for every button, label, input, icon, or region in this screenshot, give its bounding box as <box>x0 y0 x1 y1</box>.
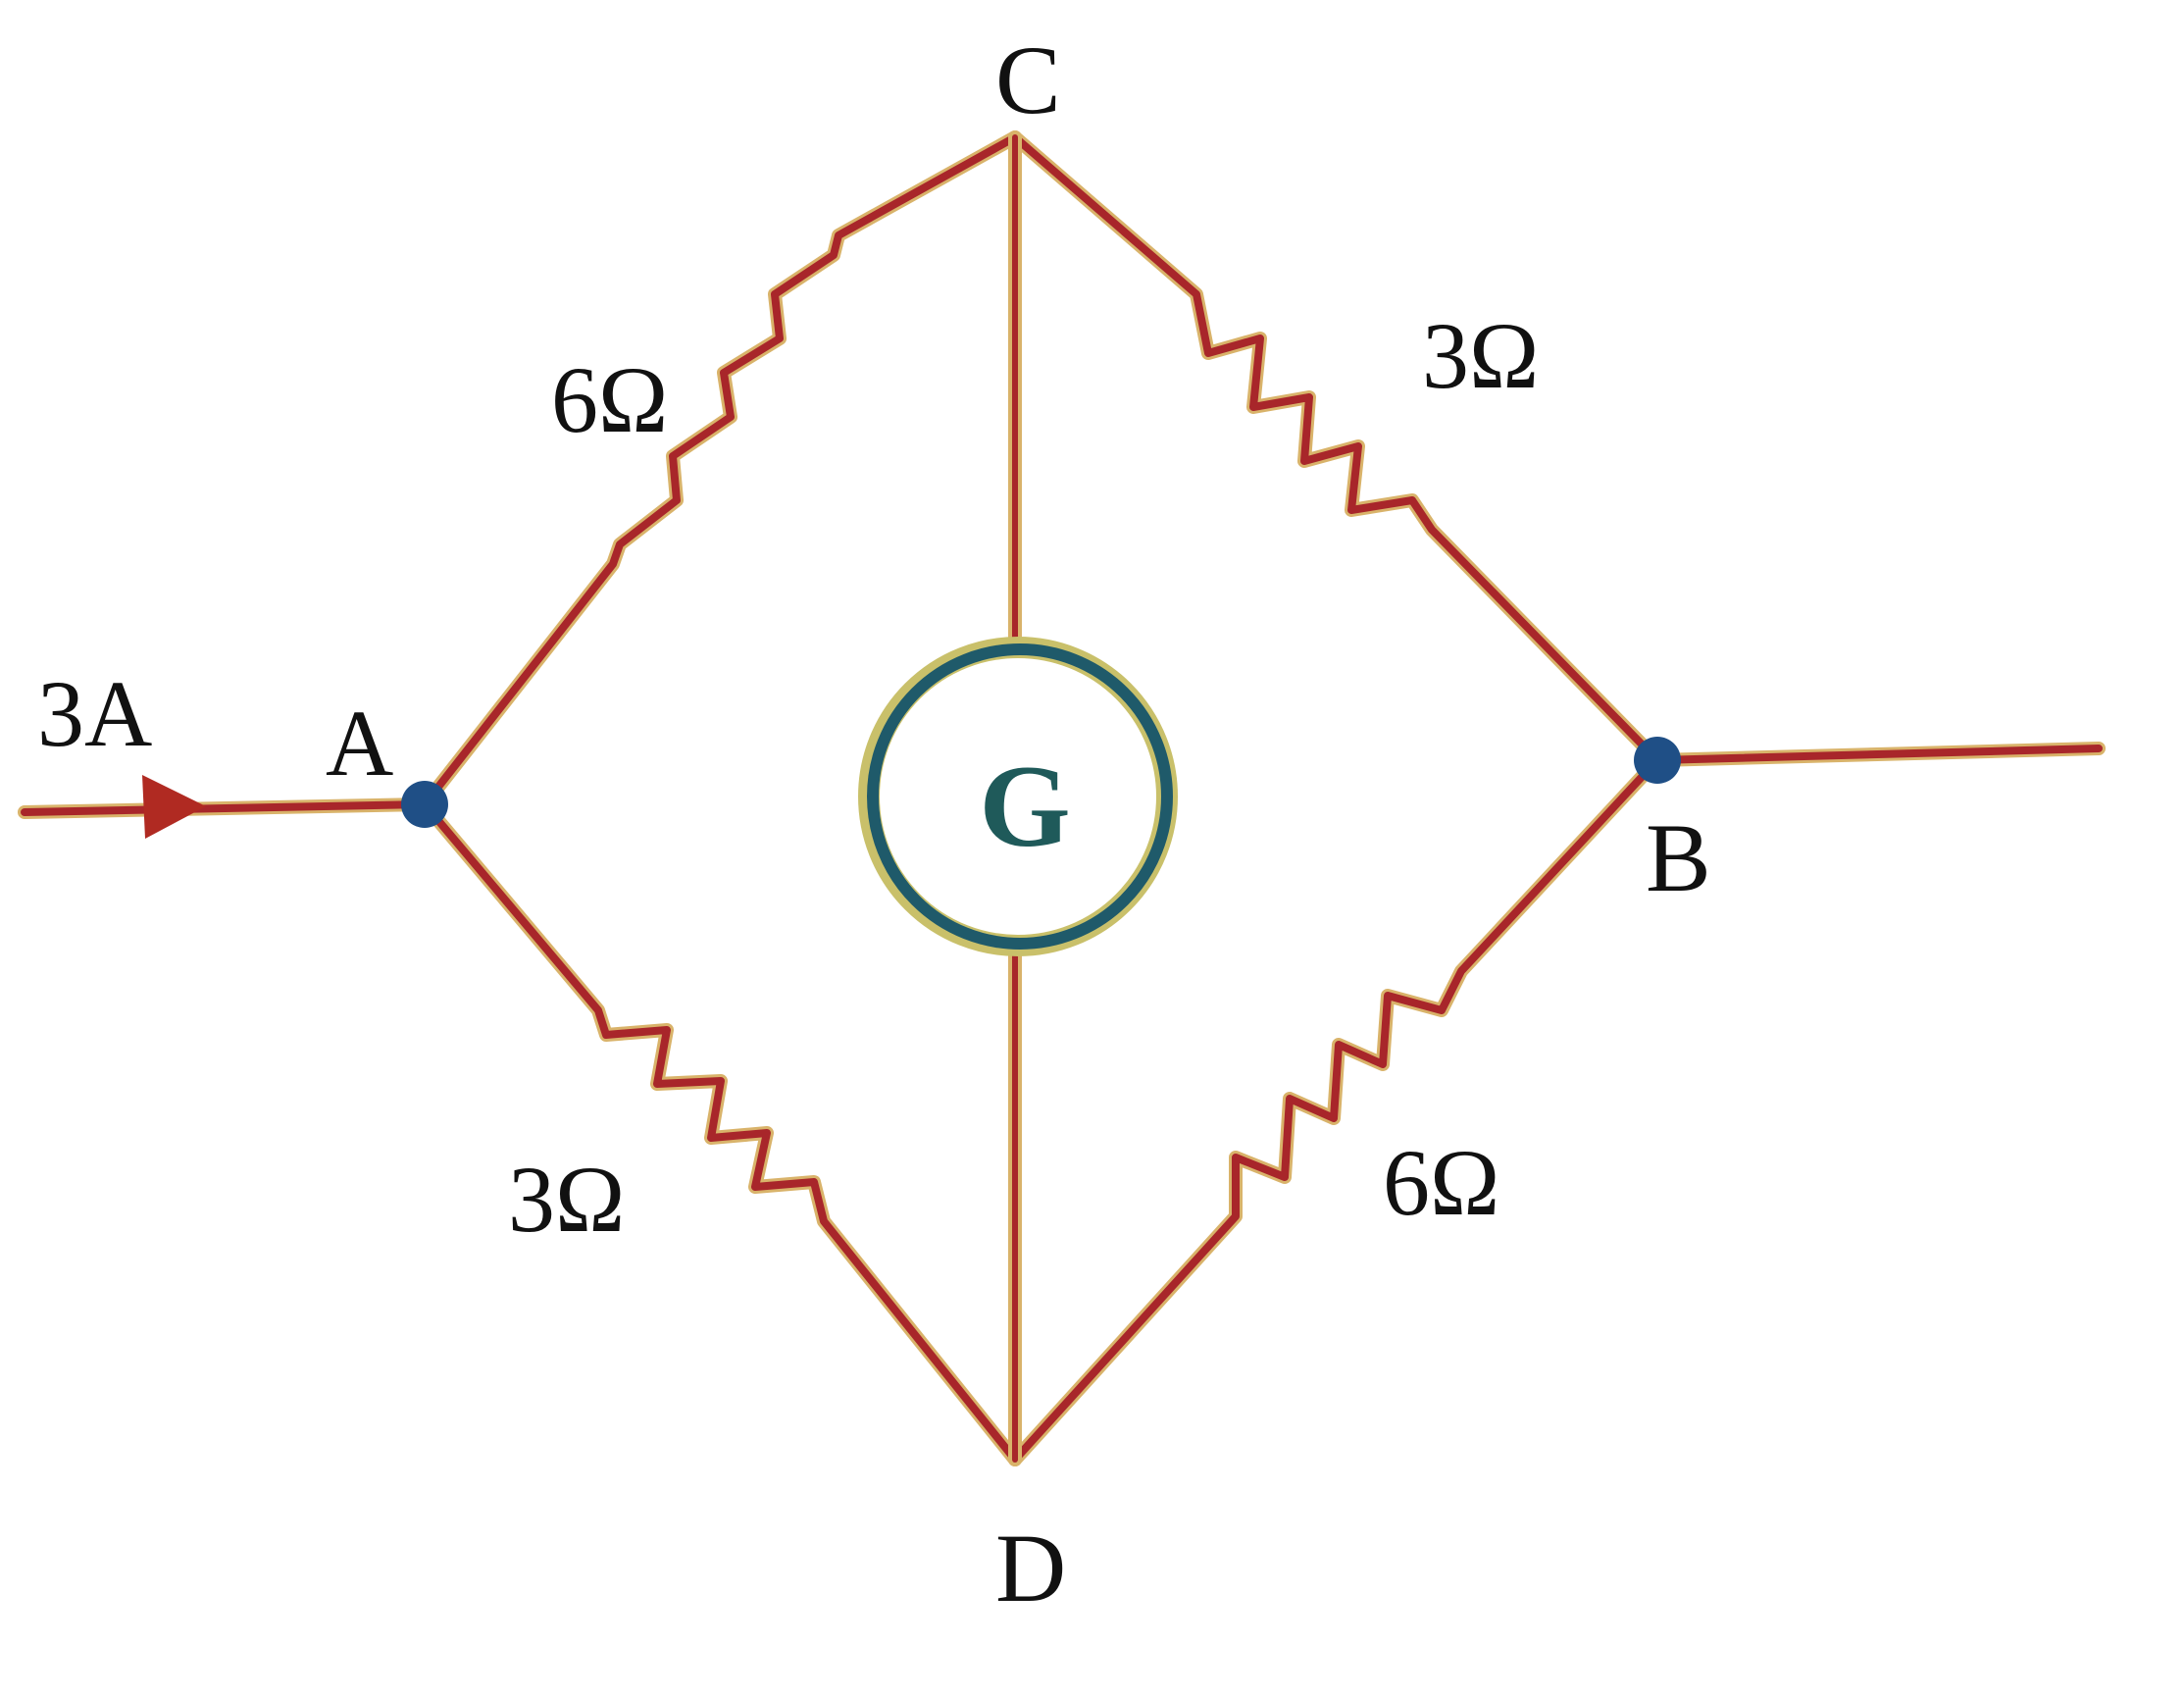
output-wire <box>1651 742 2106 767</box>
resistor-ad <box>418 797 1022 1466</box>
node-b-dot <box>1634 737 1681 784</box>
current-arrow-icon <box>142 775 206 839</box>
resistor-cb-label: 3Ω <box>1422 303 1539 408</box>
node-d-label: D <box>995 1514 1066 1622</box>
resistor-ad-label: 3Ω <box>508 1147 625 1252</box>
input-current-label: 3A <box>37 661 152 766</box>
resistor-db-label: 6Ω <box>1383 1130 1499 1235</box>
input-wire <box>18 775 432 839</box>
resistor-db <box>1008 753 1664 1466</box>
node-b-label: B <box>1646 803 1711 912</box>
node-a-dot <box>401 781 448 828</box>
resistor-cb <box>1008 130 1664 767</box>
node-c-label: C <box>995 26 1061 134</box>
galvanometer-label: G <box>979 741 1070 871</box>
node-a-label: A <box>326 691 393 796</box>
resistor-ac <box>418 130 1022 811</box>
resistor-ac-label: 6Ω <box>551 347 668 452</box>
galvanometer: G <box>858 637 1178 956</box>
